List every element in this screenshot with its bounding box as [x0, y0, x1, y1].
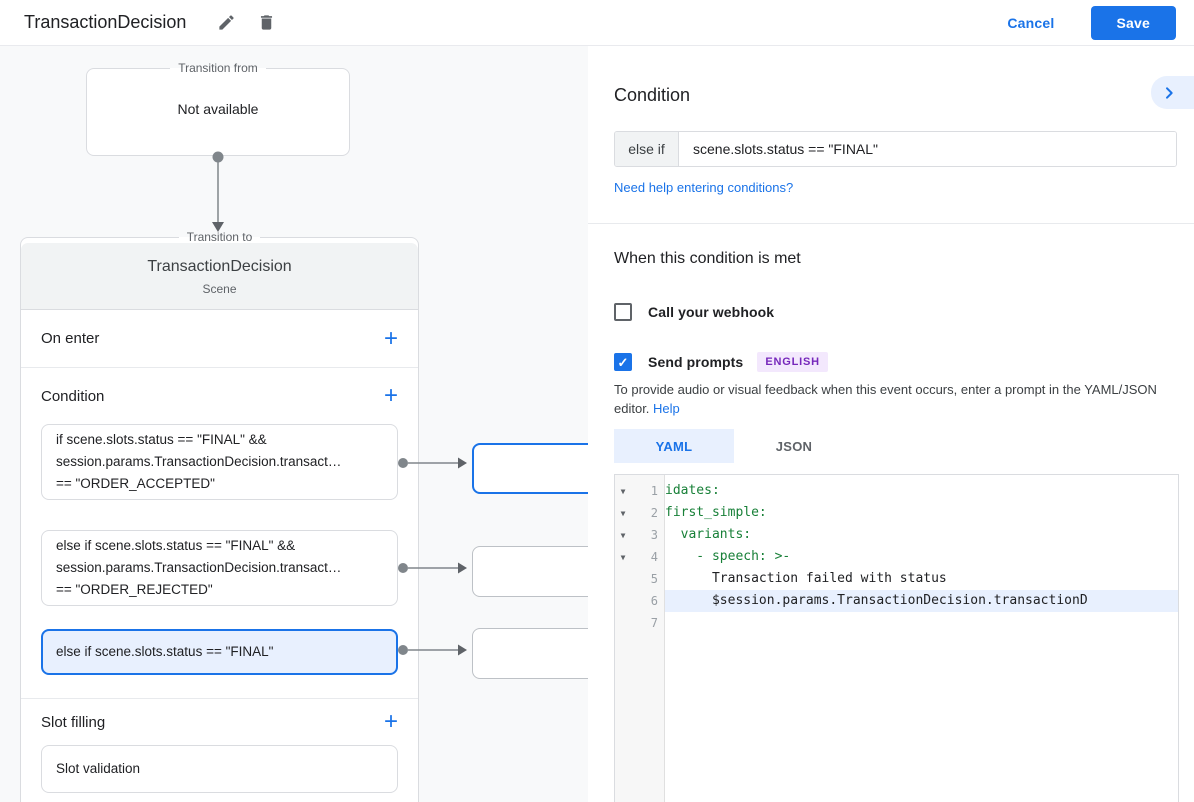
transition-from-node: Transition from Not available [86, 61, 350, 156]
page-title: TransactionDecision [24, 12, 187, 32]
condition-expression-group: else if [614, 131, 1177, 167]
line-number: 7 [650, 616, 658, 630]
save-button[interactable]: Save [1090, 5, 1176, 40]
call-webhook-label: Call your webhook [648, 304, 775, 320]
send-prompts-row: ✓ Send prompts ENGLISH [614, 352, 1177, 372]
add-slot-button[interactable]: + [383, 708, 398, 735]
condition-card-1[interactable]: if scene.slots.status == "FINAL" && sess… [41, 424, 398, 500]
condition-met-heading: When this condition is met [614, 250, 801, 267]
panel-heading-row: Condition [614, 76, 1194, 109]
slot-filling-section: Slot filling + Slot validation [21, 698, 418, 802]
panel-heading: Condition [614, 85, 691, 105]
scene-diagram-canvas: Transition from Not available Transition… [0, 46, 588, 802]
add-condition-button[interactable]: + [383, 382, 398, 409]
scene-subtitle: Scene [202, 282, 237, 296]
line-number: 2 [650, 506, 658, 520]
send-prompts-checkbox[interactable]: ✓ [614, 353, 632, 371]
slot-validation-card[interactable]: Slot validation [41, 745, 398, 793]
editor-line: ▼ 4 - speech: >- [615, 546, 1178, 568]
tab-yaml[interactable]: YAML [614, 429, 734, 463]
webhook-row: Call your webhook [614, 302, 1177, 322]
condition-editor-panel: Condition else if Need help entering con… [588, 46, 1194, 802]
condition-help-link[interactable]: Need help entering conditions? [614, 180, 794, 195]
editor-line: ▼ 3 variants: [615, 524, 1178, 546]
code-text: $session.params.TransactionDecision.tran… [665, 590, 1178, 612]
condition-section: Condition + if scene.slots.status == "FI… [21, 367, 418, 698]
edit-title-button[interactable] [214, 11, 238, 35]
editor-line: 5 Transaction failed with status [615, 568, 1178, 590]
on-enter-row[interactable]: On enter + [21, 310, 418, 367]
line-number: 4 [650, 550, 658, 564]
transition-to-node: Transition to TransactionDecision Scene … [20, 230, 419, 802]
fold-icon[interactable]: ▼ [620, 508, 626, 518]
collapse-panel-button[interactable] [1151, 76, 1194, 109]
transition-from-legend: Transition from [178, 61, 258, 75]
condition-expression-input[interactable] [679, 132, 1176, 166]
editor-line: ▼ 2 first_simple: [615, 502, 1178, 524]
panel-divider [588, 223, 1194, 224]
trash-icon [260, 15, 272, 30]
editor-gutter [615, 475, 665, 802]
target-scene-box-1[interactable] [472, 443, 588, 494]
condition-section-head: Condition + [41, 368, 398, 424]
code-text: - speech: >- [665, 549, 791, 564]
pencil-icon [219, 15, 234, 30]
scene-header[interactable]: TransactionDecision Scene [21, 243, 418, 310]
prompt-description-text: To provide audio or visual feedback when… [614, 382, 1157, 416]
code-text: variants: [665, 527, 752, 542]
target-scene-box-2[interactable] [472, 546, 588, 597]
condition-card-2[interactable]: else if scene.slots.status == "FINAL" &&… [41, 530, 398, 606]
condition-card-3-selected[interactable]: else if scene.slots.status == "FINAL" [41, 629, 398, 675]
prompt-description: To provide audio or visual feedback when… [614, 380, 1177, 418]
cancel-button[interactable]: Cancel [1007, 14, 1055, 31]
add-on-enter-button[interactable]: + [383, 324, 398, 352]
yaml-code-editor[interactable]: ▼ 1 idates: ▼ 2 first_simple: ▼ 3 variants:… [614, 474, 1179, 802]
chevron-right-icon [1166, 86, 1173, 99]
fold-icon[interactable]: ▼ [620, 530, 626, 540]
editor-line: ▼ 1 idates: [615, 480, 1178, 502]
code-text: first_simple: [665, 505, 767, 520]
line-number: 6 [650, 594, 658, 608]
condition-label: Condition [41, 387, 105, 405]
tab-json[interactable]: JSON [734, 429, 854, 463]
editor-line-highlighted: 6 $session.params.TransactionDecision.tr… [615, 590, 1178, 612]
send-prompts-label: Send prompts [648, 354, 744, 370]
editor-tabs: YAML JSON [614, 429, 1177, 463]
code-text: idates: [665, 483, 720, 498]
call-webhook-checkbox[interactable] [614, 303, 632, 321]
on-enter-label: On enter [41, 330, 100, 347]
slot-filling-section-head: Slot filling + [41, 699, 398, 745]
fold-icon[interactable]: ▼ [620, 486, 626, 496]
slot-filling-label: Slot filling [41, 713, 106, 731]
line-number: 1 [650, 484, 658, 498]
code-text [665, 612, 1178, 634]
language-badge: ENGLISH [757, 352, 828, 372]
line-number: 5 [650, 572, 658, 586]
scene-title: TransactionDecision [147, 258, 292, 275]
target-scene-box-3[interactable] [472, 628, 588, 679]
line-number: 3 [650, 528, 658, 542]
editor-line: 7 [615, 612, 1178, 634]
top-bar: TransactionDecision Cancel Save [0, 0, 1194, 46]
transition-from-value: Not available [177, 101, 259, 117]
condition-keyword: else if [615, 132, 679, 166]
transition-to-legend: Transition to [186, 230, 253, 244]
fold-icon[interactable]: ▼ [620, 552, 626, 562]
help-link[interactable]: Help [653, 401, 680, 416]
code-text: Transaction failed with status [665, 571, 947, 586]
delete-scene-button[interactable] [254, 11, 278, 35]
editor-lines: ▼ 1 idates: ▼ 2 first_simple: ▼ 3 variants:… [615, 475, 1178, 634]
